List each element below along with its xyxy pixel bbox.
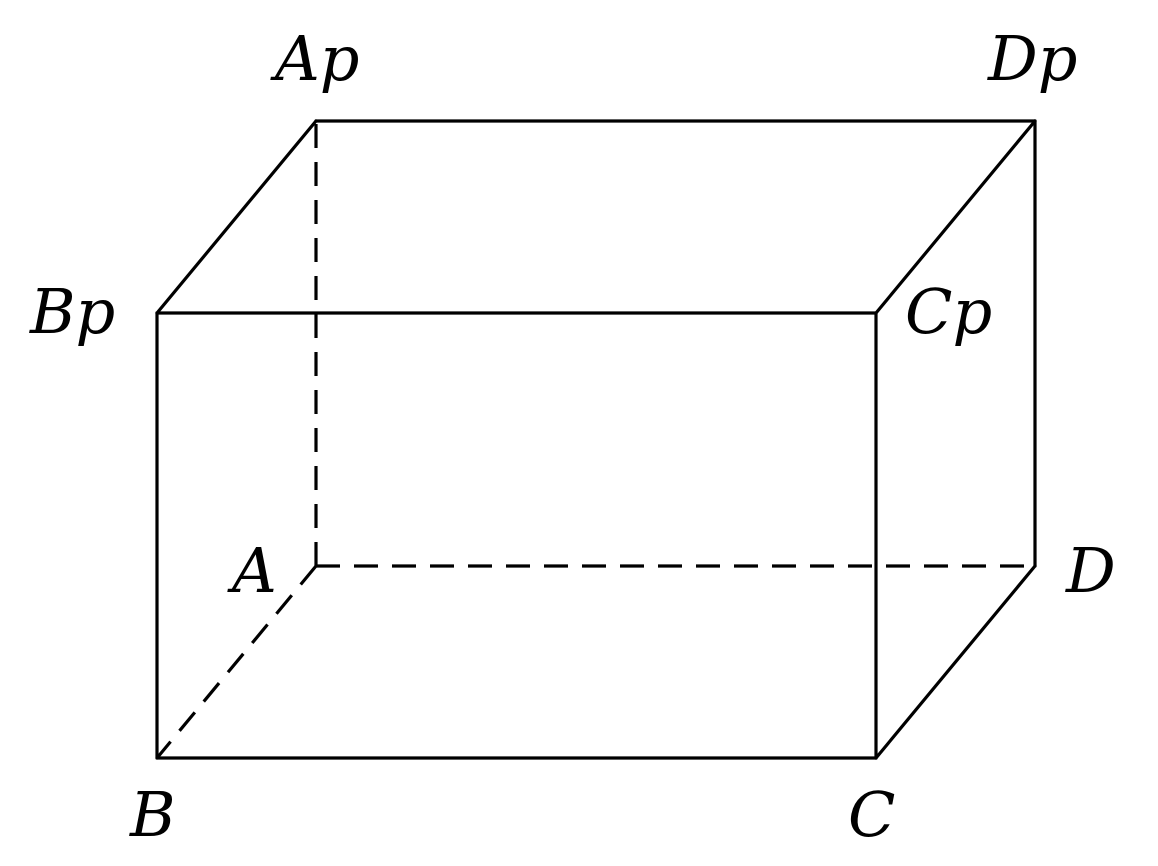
edge-c-d: [874, 564, 1037, 760]
vertex-label-bp: Bp: [29, 275, 115, 348]
vertex-label-b: B: [129, 778, 176, 851]
edge-ap-bp: [155, 119, 318, 315]
vertex-label-cp: Cp: [905, 275, 992, 348]
vertex-label-d: D: [1065, 534, 1116, 607]
prism-edges: [155, 119, 1037, 760]
edge-a-b: [155, 564, 318, 760]
edge-cp-dp: [874, 119, 1037, 315]
vertex-label-dp: Dp: [987, 22, 1077, 95]
vertex-label-a: A: [227, 534, 277, 607]
vertex-labels: Ap Dp Bp Cp A D B C: [29, 22, 1116, 851]
vertex-label-ap: Ap: [270, 22, 359, 95]
vertex-label-c: C: [848, 778, 895, 851]
